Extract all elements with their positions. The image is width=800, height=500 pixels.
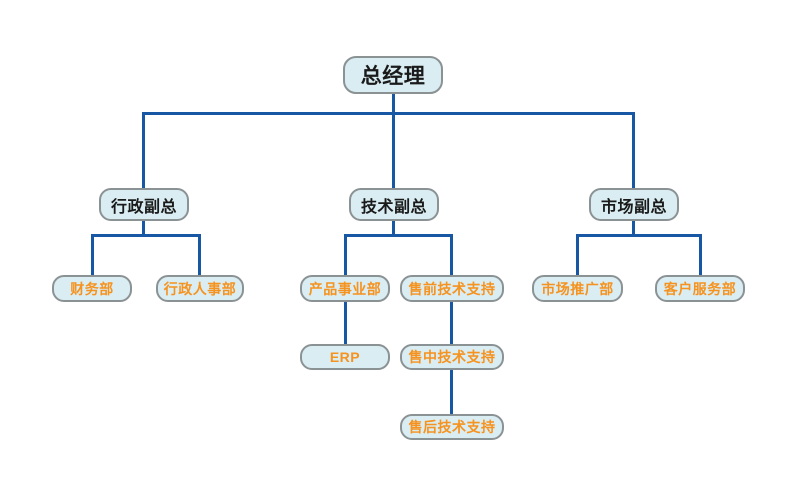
connector-to-presales bbox=[450, 234, 453, 275]
connector-admin-rail bbox=[91, 234, 201, 237]
org-node-vp-tech: 技术副总 bbox=[349, 188, 439, 221]
connector-ceo-trunk bbox=[392, 94, 395, 115]
org-node-midsales-support: 售中技术支持 bbox=[400, 344, 504, 370]
connector-vp-admin-trunk bbox=[142, 221, 145, 235]
connector-product-to-erp bbox=[344, 301, 347, 345]
connector-to-customer-service bbox=[699, 234, 702, 275]
connector-market-rail bbox=[576, 234, 701, 237]
connector-tech-rail bbox=[344, 234, 453, 237]
org-node-vp-market: 市场副总 bbox=[589, 188, 679, 221]
org-node-presales-support: 售前技术支持 bbox=[400, 275, 504, 302]
org-node-finance: 财务部 bbox=[52, 275, 132, 302]
org-node-erp: ERP bbox=[300, 344, 390, 370]
connector-rail-to-vp-market bbox=[632, 112, 635, 188]
org-node-aftersales-support: 售后技术支持 bbox=[400, 414, 504, 440]
connector-vp-market-trunk bbox=[632, 221, 635, 235]
connector-to-finance bbox=[91, 234, 94, 275]
connector-rail-to-vp-admin bbox=[142, 112, 145, 188]
org-node-customer-service: 客户服务部 bbox=[655, 275, 745, 302]
connector-to-admin-hr bbox=[198, 234, 201, 275]
connector-midsales-to-aftersales bbox=[450, 370, 453, 415]
connector-rail-to-vp-tech bbox=[392, 112, 395, 188]
org-node-vp-admin: 行政副总 bbox=[99, 188, 189, 221]
org-node-market-promotion: 市场推广部 bbox=[532, 275, 623, 302]
connector-presales-to-midsales bbox=[450, 301, 453, 345]
org-node-admin-hr: 行政人事部 bbox=[156, 275, 244, 302]
org-node-product-division: 产品事业部 bbox=[300, 275, 390, 302]
org-node-ceo: 总经理 bbox=[343, 56, 443, 94]
connector-to-product-division bbox=[344, 234, 347, 275]
connector-to-market-promotion bbox=[576, 234, 579, 275]
connector-vp-tech-trunk bbox=[392, 221, 395, 235]
connector-top-rail bbox=[142, 112, 635, 115]
